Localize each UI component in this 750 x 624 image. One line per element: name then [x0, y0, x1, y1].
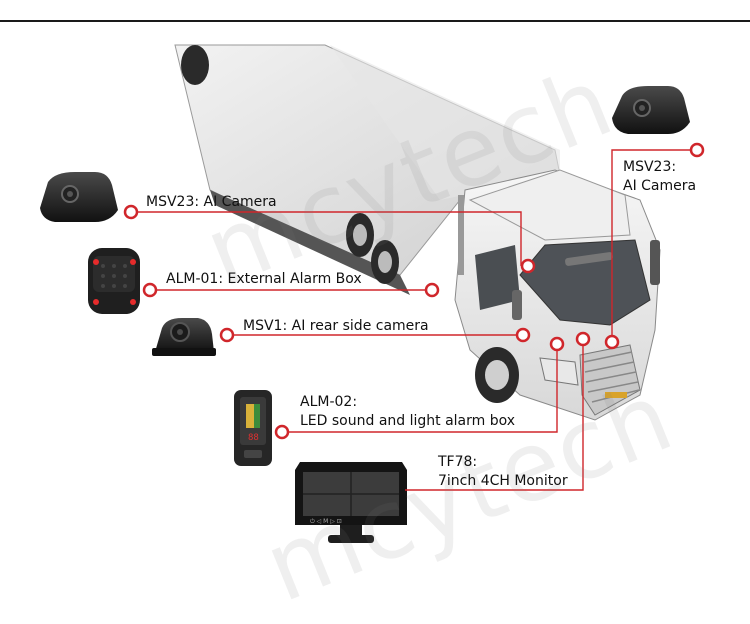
msv23-left-camera-image	[40, 172, 118, 222]
marker-msv23-right-truck	[604, 334, 620, 350]
tf78-monitor-image: ⏻ ◁ M ▷ ⊡	[295, 462, 407, 543]
marker-msv1-label	[219, 327, 235, 343]
label-alm02-model: ALM-02:	[300, 394, 358, 410]
label-tf78-desc: 7inch 4CH Monitor	[438, 473, 568, 489]
alm01-alarm-box-image	[88, 248, 140, 314]
msv1-side-camera-image	[152, 318, 216, 356]
label-alm01: ALM-01: External Alarm Box	[166, 271, 362, 287]
marker-msv23-right-label	[689, 142, 705, 158]
msv23-right-camera-image	[612, 86, 690, 134]
alm02-display-digits: 88	[248, 433, 259, 443]
label-msv23-right-desc: AI Camera	[623, 178, 697, 194]
label-tf78-model: TF78:	[438, 454, 478, 470]
marker-msv1-truck	[515, 327, 531, 343]
top-divider	[0, 20, 750, 22]
marker-tf78-truck	[575, 331, 591, 347]
marker-msv23-left-truck	[520, 258, 536, 274]
label-msv23-right-model: MSV23:	[623, 159, 677, 175]
monitor-buttons: ⏻ ◁ M ▷ ⊡	[310, 518, 342, 525]
truck-illustration	[174, 44, 661, 421]
diagram-canvas: 88 ⏻ ◁ M ▷ ⊡	[40, 44, 705, 543]
line-tf78	[405, 339, 584, 491]
label-alm02-desc: LED sound and light alarm box	[300, 413, 516, 429]
marker-msv23-left-label	[123, 204, 139, 220]
line-msv23-right	[611, 149, 697, 342]
marker-alm01-label	[142, 282, 158, 298]
label-msv1: MSV1: AI rear side camera	[243, 318, 429, 334]
marker-alm02-truck	[549, 336, 565, 352]
label-msv23-left: MSV23: AI Camera	[146, 194, 277, 210]
marker-alm02-label	[274, 424, 290, 440]
connector-lines	[131, 149, 697, 491]
line-msv23-left	[131, 211, 522, 266]
line-alm02	[282, 344, 558, 433]
marker-alm01-truck	[424, 282, 440, 298]
alm02-led-alarm-image: 88	[234, 390, 272, 466]
